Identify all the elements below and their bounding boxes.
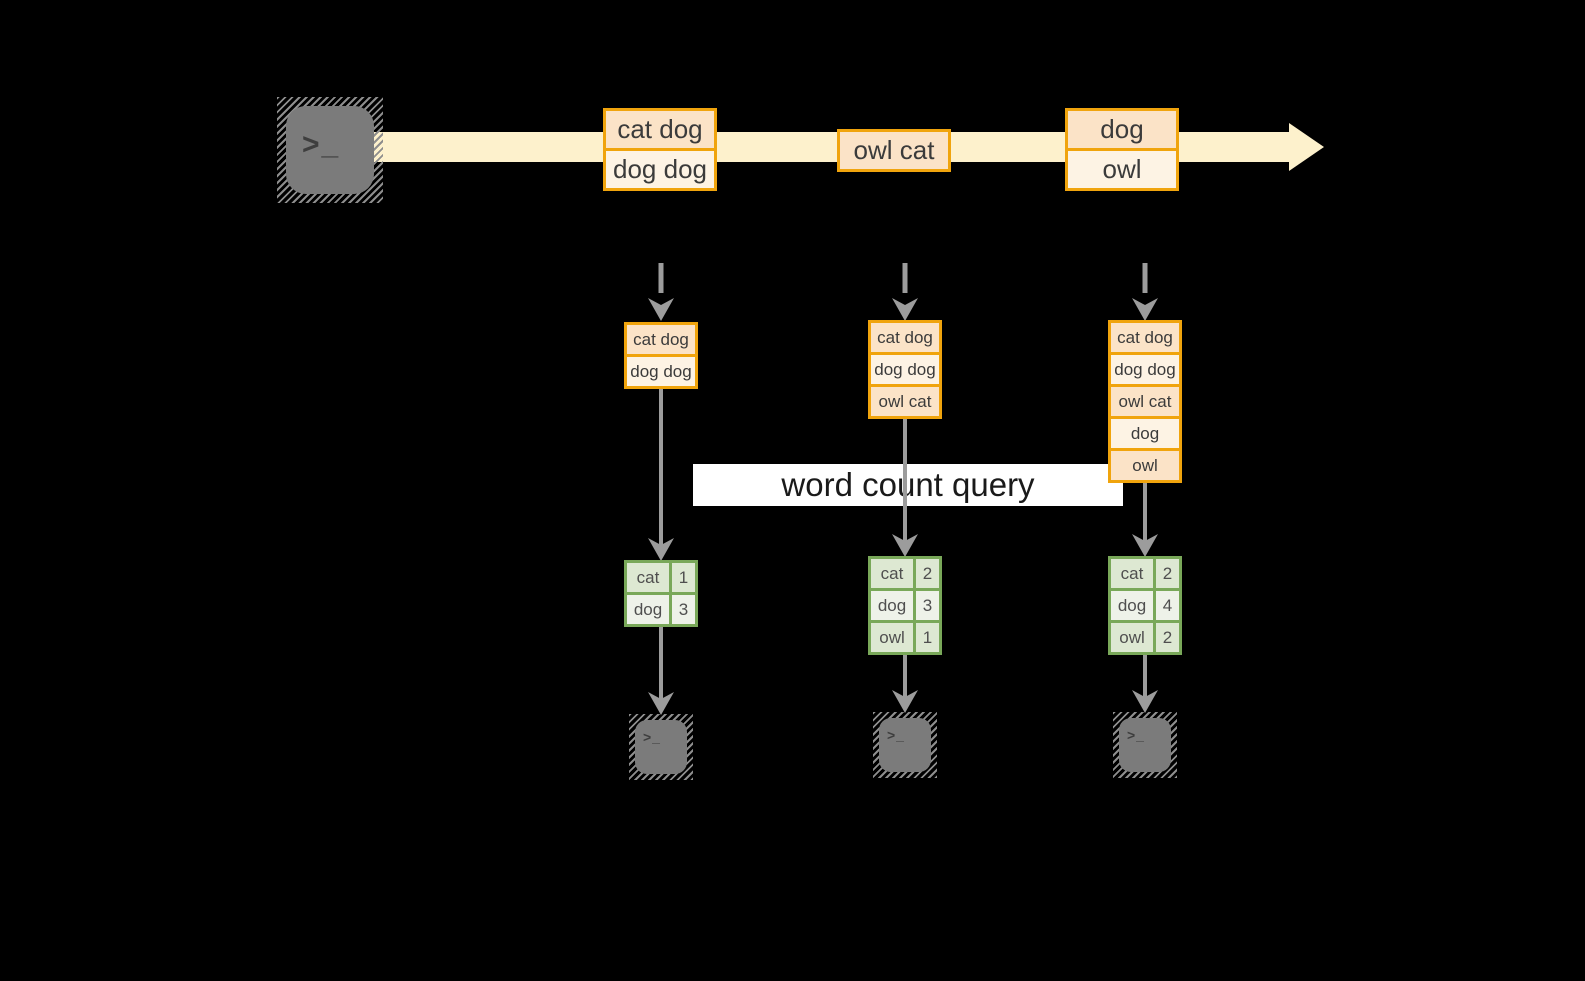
terminal-prompt-glyph: >_ [879, 718, 931, 772]
event-line: dog dog [606, 148, 714, 188]
count-word-cell: owl [1111, 623, 1153, 652]
input-state-stack-2: cat dog dog dog owl cat [868, 320, 942, 419]
state-line: owl cat [1111, 384, 1179, 416]
state-line: cat dog [871, 323, 939, 352]
count-value-cell: 1 [672, 563, 695, 592]
event-line: owl cat [840, 132, 948, 169]
timeline-event-batch-2: owl cat [837, 129, 951, 172]
count-value-cell: 2 [916, 559, 939, 588]
state-line: owl [1111, 448, 1179, 480]
state-line: dog dog [871, 352, 939, 384]
count-value-cell: 1 [916, 623, 939, 652]
count-table-1: cat 1 dog 3 [624, 560, 698, 627]
source-terminal-icon: >_ [277, 97, 383, 203]
input-state-stack-1: cat dog dog dog [624, 322, 698, 389]
state-line: dog dog [627, 354, 695, 386]
count-word-cell: cat [871, 559, 913, 588]
state-line: dog [1111, 416, 1179, 448]
count-value-cell: 4 [1156, 591, 1179, 620]
state-line: dog dog [1111, 352, 1179, 384]
event-line: cat dog [606, 111, 714, 148]
count-word-cell: dog [871, 591, 913, 620]
count-value-cell: 3 [916, 591, 939, 620]
query-flow-lines [659, 389, 1147, 700]
terminal-prompt-glyph: >_ [286, 106, 374, 194]
count-table-3: cat 2 dog 4 owl 2 [1108, 556, 1182, 655]
consumer-terminal-icon-2: >_ [873, 712, 937, 778]
dashed-trigger-arrows [658, 263, 1148, 293]
consumer-terminal-icon-3: >_ [1113, 712, 1177, 778]
timeline-event-batch-1: cat dog dog dog [603, 108, 717, 191]
state-line: cat dog [627, 325, 695, 354]
query-label: word count query [693, 464, 1123, 506]
stream-timeline-arrowhead-icon [1289, 123, 1324, 171]
consumer-terminal-icon-1: >_ [629, 714, 693, 780]
count-word-cell: cat [1111, 559, 1153, 588]
terminal-prompt-glyph: >_ [635, 720, 687, 774]
state-line: owl cat [871, 384, 939, 416]
state-line: cat dog [1111, 323, 1179, 352]
count-value-cell: 2 [1156, 559, 1179, 588]
count-word-cell: dog [627, 595, 669, 624]
terminal-prompt-glyph: >_ [1119, 718, 1171, 772]
input-state-stack-3: cat dog dog dog owl cat dog owl [1108, 320, 1182, 483]
count-value-cell: 3 [672, 595, 695, 624]
dashed-arrowheads [648, 298, 1158, 321]
solid-arrowheads [648, 534, 1158, 715]
count-table-2: cat 2 dog 3 owl 1 [868, 556, 942, 655]
event-line: dog [1068, 111, 1176, 148]
count-word-cell: dog [1111, 591, 1153, 620]
timeline-event-batch-3: dog owl [1065, 108, 1179, 191]
count-word-cell: owl [871, 623, 913, 652]
event-line: owl [1068, 148, 1176, 188]
count-value-cell: 2 [1156, 623, 1179, 652]
count-word-cell: cat [627, 563, 669, 592]
